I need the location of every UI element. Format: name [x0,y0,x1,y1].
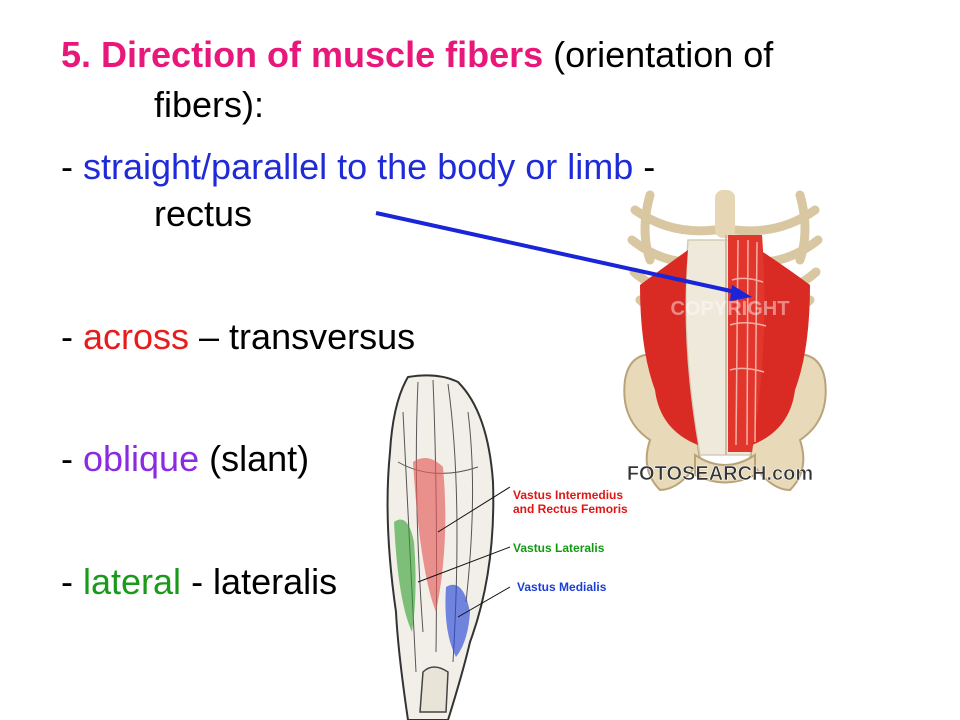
watermark: FOTOSEARCH.com [627,463,813,485]
term-across: across [83,316,190,357]
pointer-arrow [375,211,752,301]
bullet-dash: - [61,561,83,602]
term-oblique: oblique [83,438,200,479]
bullet-straight: - straight/parallel to the body or limb … [61,145,655,189]
caption-vastus-lateralis: Vastus Lateralis [513,541,605,555]
bullet-across: - across – transversus [61,315,415,359]
bullet-tail: (slant) [199,438,310,479]
bullet-dash: - [61,146,83,187]
sternum [715,190,735,238]
vastus-medialis-region [445,584,470,657]
slide-title-continued: fibers): [154,84,265,125]
slide-title: 5. Direction of muscle fibers (orientati… [61,33,773,77]
bullet-tail: – transversus [189,316,416,357]
bullet-dash: - [61,316,83,357]
caption-vastus-medialis: Vastus Medialis [517,580,607,594]
bullet-lateral: - lateral - lateralis [61,560,337,604]
vastus-lateralis-region [394,519,416,632]
caption-vastus-intermedius: Vastus Intermedius and Rectus Femoris [513,488,628,516]
bullet-tail: - [633,146,656,187]
watermark-mid: COPYRIGHT [671,298,790,320]
bullet-straight-continued: rectus [154,193,253,234]
thigh-muscles-illustration [386,374,511,720]
bullet-dash: - [61,438,83,479]
caption-line: Vastus Intermedius [513,488,624,502]
term-lateral: lateral [83,561,182,602]
bullet-tail: - lateralis [181,561,338,602]
caption-line: and Rectus Femoris [513,502,628,516]
rectus-abdominis-illustration: COPYRIGHT FOTOSEARCH.com [623,190,827,492]
bullet-oblique: - oblique (slant) [61,437,309,481]
oblique-muscle [640,250,698,445]
oblique-muscle [752,250,810,445]
title-rest: (orientation of [543,34,774,75]
term-straight: straight/parallel to the body or limb [83,146,634,187]
title-emphasis: 5. Direction of muscle fibers [61,34,544,75]
rectus-femoris-region [413,458,446,612]
